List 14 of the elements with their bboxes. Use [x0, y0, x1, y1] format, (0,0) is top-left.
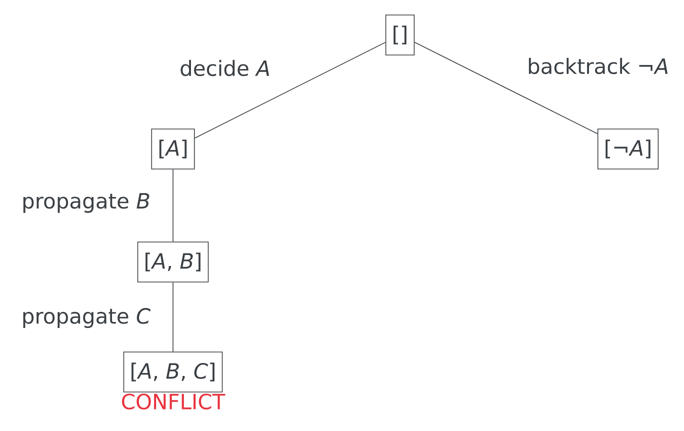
edge-label: propagate B: [23, 193, 150, 213]
edge-label: backtrack ¬A: [528, 58, 668, 74]
state-box: [A]: [151, 128, 195, 170]
state-box: [A, B]: [137, 242, 209, 282]
state-box: [A, B, C]: [123, 352, 223, 392]
edge-label: decide A: [180, 60, 270, 76]
tree-edge: [172, 169, 174, 242]
state-box: []: [385, 14, 415, 56]
tree-edge: [414, 42, 598, 134]
state-box: [¬A]: [597, 128, 659, 170]
tree-edge: [194, 42, 386, 138]
conflict-label: CONFLICT: [122, 394, 226, 410]
tree-edge: [172, 282, 174, 352]
edge-label: propagate C: [23, 308, 151, 328]
